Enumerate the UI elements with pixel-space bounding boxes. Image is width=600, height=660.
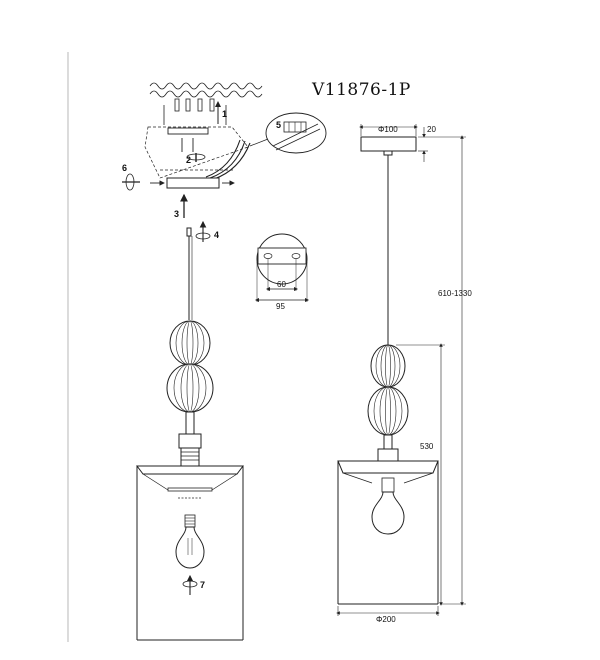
step-2-rotation: 2 [186, 153, 206, 165]
step-1-label: 1 [222, 109, 227, 119]
install-canopy [150, 177, 235, 189]
overall-height-dimension-line [440, 135, 466, 606]
bracket-detail [254, 233, 310, 303]
step-1-arrow: 1 [215, 101, 227, 124]
right-pendant [337, 136, 439, 605]
screw-row [149, 82, 263, 98]
step-5-label: 5 [276, 120, 281, 130]
step-2-label: 2 [186, 155, 191, 165]
step-4-label: 4 [214, 230, 219, 240]
step-4-rotation: 4 [195, 220, 219, 242]
bracket-span-dimension: 60 [277, 280, 286, 289]
canopy-diameter-dimension: Φ100 [378, 125, 398, 134]
supply-wires [205, 139, 251, 180]
step-3-arrow: 3 [174, 193, 188, 219]
left-pendant [136, 227, 244, 641]
canopy-dimension-lines [359, 124, 466, 162]
model-code: V11876-1P [312, 80, 411, 100]
terminal-block-detail [249, 112, 327, 154]
step-6-screw: 6 [122, 163, 140, 191]
body-height-dimension: 530 [420, 442, 434, 451]
ceiling-plate-outline [144, 126, 249, 179]
step-3-label: 3 [174, 209, 179, 219]
wall-anchors [163, 98, 227, 125]
body-height-dimension-line [396, 343, 445, 606]
step-7-label: 7 [200, 580, 205, 590]
bracket-width-dimension: 95 [276, 302, 285, 311]
shade-diameter-dimension-line [336, 606, 440, 616]
step-6-label: 6 [122, 163, 127, 173]
shade-diameter-dimension: Φ200 [376, 615, 396, 624]
step-7-rotation: 7 [182, 574, 205, 595]
canopy-height-dimension: 20 [427, 125, 436, 134]
mounting-bracket [167, 127, 209, 152]
overall-height-dimension: 610-1330 [438, 289, 472, 298]
